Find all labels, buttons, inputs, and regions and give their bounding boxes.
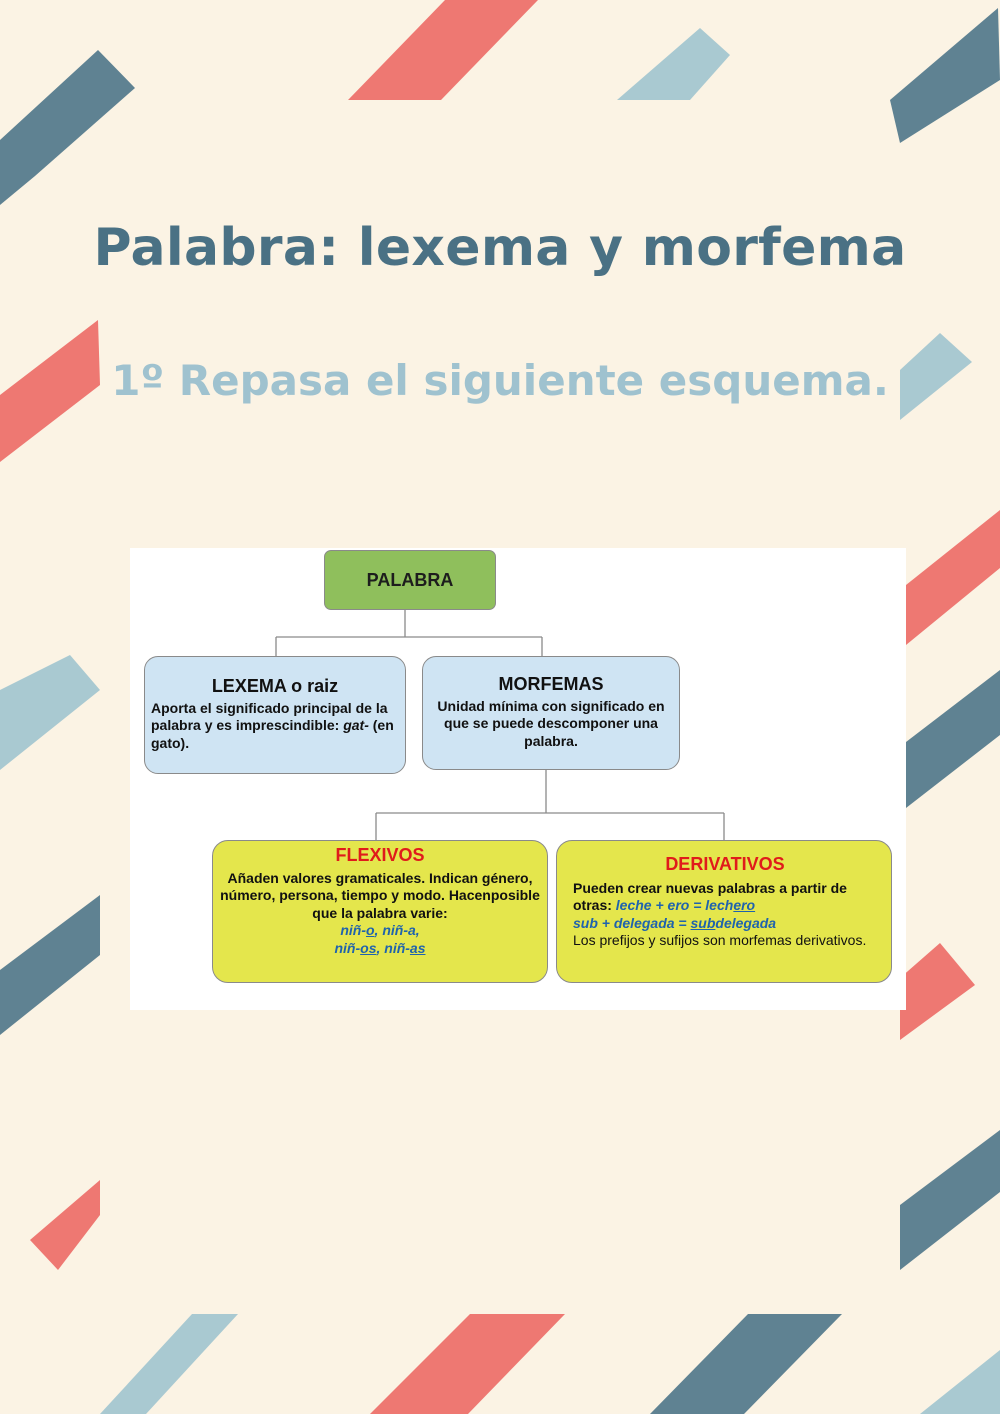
stripe-slate xyxy=(0,895,100,1035)
flexivos-example: niñ- xyxy=(334,939,361,956)
stripe-light-blue xyxy=(0,655,100,770)
page-subtitle: 1º Repasa el siguiente esquema. xyxy=(111,356,889,405)
lexema-example: gat- xyxy=(343,717,369,733)
derivativos-title: DERIVATIVOS xyxy=(665,854,785,874)
stripe-light-blue xyxy=(900,333,972,420)
flexivos-example-suffix: o xyxy=(365,922,375,938)
derivativos-example-part: leche + ero = lech xyxy=(615,897,734,913)
stripe-coral xyxy=(370,1314,565,1414)
stripe-light-blue xyxy=(617,28,730,100)
stripe-coral xyxy=(906,510,1000,645)
derivativos-example-1: leche + ero = lechero xyxy=(616,897,755,913)
flexivos-example: niñ-a xyxy=(382,922,416,938)
flexivos-examples-line-1: niñ-o, niñ-a, xyxy=(219,922,541,940)
lexema-text: Aporta el significado principal de la pa… xyxy=(151,699,388,734)
concept-diagram: PALABRA LEXEMA o raiz Aporta el signific… xyxy=(130,548,906,1010)
flexivos-example-separator: , xyxy=(415,922,420,938)
derivativos-node: DERIVATIVOS Pueden crear nuevas palabras… xyxy=(556,840,892,983)
stripe-coral xyxy=(348,0,538,100)
stripe-slate xyxy=(0,50,135,205)
morfemas-node: MORFEMAS Unidad mínima con significado e… xyxy=(422,656,680,770)
flexivos-title: FLEXIVOS xyxy=(335,845,425,865)
connector-lines xyxy=(275,610,725,840)
flexivos-example-separator: , xyxy=(374,922,383,938)
stripe-slate xyxy=(906,670,1000,808)
derivativos-example-suffix: ero xyxy=(733,897,756,913)
palabra-node: PALABRA xyxy=(324,550,496,610)
lexema-title: LEXEMA o raiz xyxy=(211,676,339,696)
lexema-description: Aporta el significado principal de la pa… xyxy=(151,700,399,753)
flexivos-example: niñ- xyxy=(384,939,410,956)
stripe-coral xyxy=(0,320,100,462)
stripe-light-blue xyxy=(920,1350,1000,1414)
lexema-node: LEXEMA o raiz Aporta el significado prin… xyxy=(144,656,406,774)
morfemas-title: MORFEMAS xyxy=(498,674,604,694)
flexivos-node: FLEXIVOS Añaden valores gramaticales. In… xyxy=(212,840,548,983)
flexivos-text: Añaden valores gramaticales. Indican gén… xyxy=(220,869,540,921)
derivativos-example-prefix: sub xyxy=(690,914,716,931)
derivativos-text: Pueden crear nuevas palabras a partir de… xyxy=(573,879,847,914)
derivativos-example-2: sub + delegada = subdelegada xyxy=(573,915,877,933)
stripe-slate xyxy=(900,1130,1000,1270)
stripe-slate xyxy=(650,1314,842,1414)
page-title: Palabra: lexema y morfema xyxy=(93,218,907,278)
morfemas-text: Unidad mínima con significado en que se … xyxy=(437,697,665,749)
derivativos-note: Los prefijos y sufijos son morfemas deri… xyxy=(573,932,867,948)
flexivos-example-suffix: os xyxy=(360,939,377,956)
stripe-coral xyxy=(30,1180,100,1270)
derivativos-example-part: sub + delegada = xyxy=(573,914,691,931)
derivativos-example-part: delegada xyxy=(715,914,777,931)
flexivos-example-separator: , xyxy=(376,939,385,956)
stripe-slate xyxy=(890,8,1000,143)
stripe-coral xyxy=(900,943,975,1040)
flexivos-example: niñ- xyxy=(340,922,366,938)
flexivos-example-suffix: as xyxy=(409,939,426,956)
lexema-example-note: (en gato). xyxy=(151,717,394,751)
flexivos-examples-line-2: niñ-os, niñ-as xyxy=(219,940,541,958)
stripe-light-blue xyxy=(100,1314,238,1414)
derivativos-description: Pueden crear nuevas palabras a partir de… xyxy=(573,880,877,915)
palabra-label: PALABRA xyxy=(366,569,454,590)
